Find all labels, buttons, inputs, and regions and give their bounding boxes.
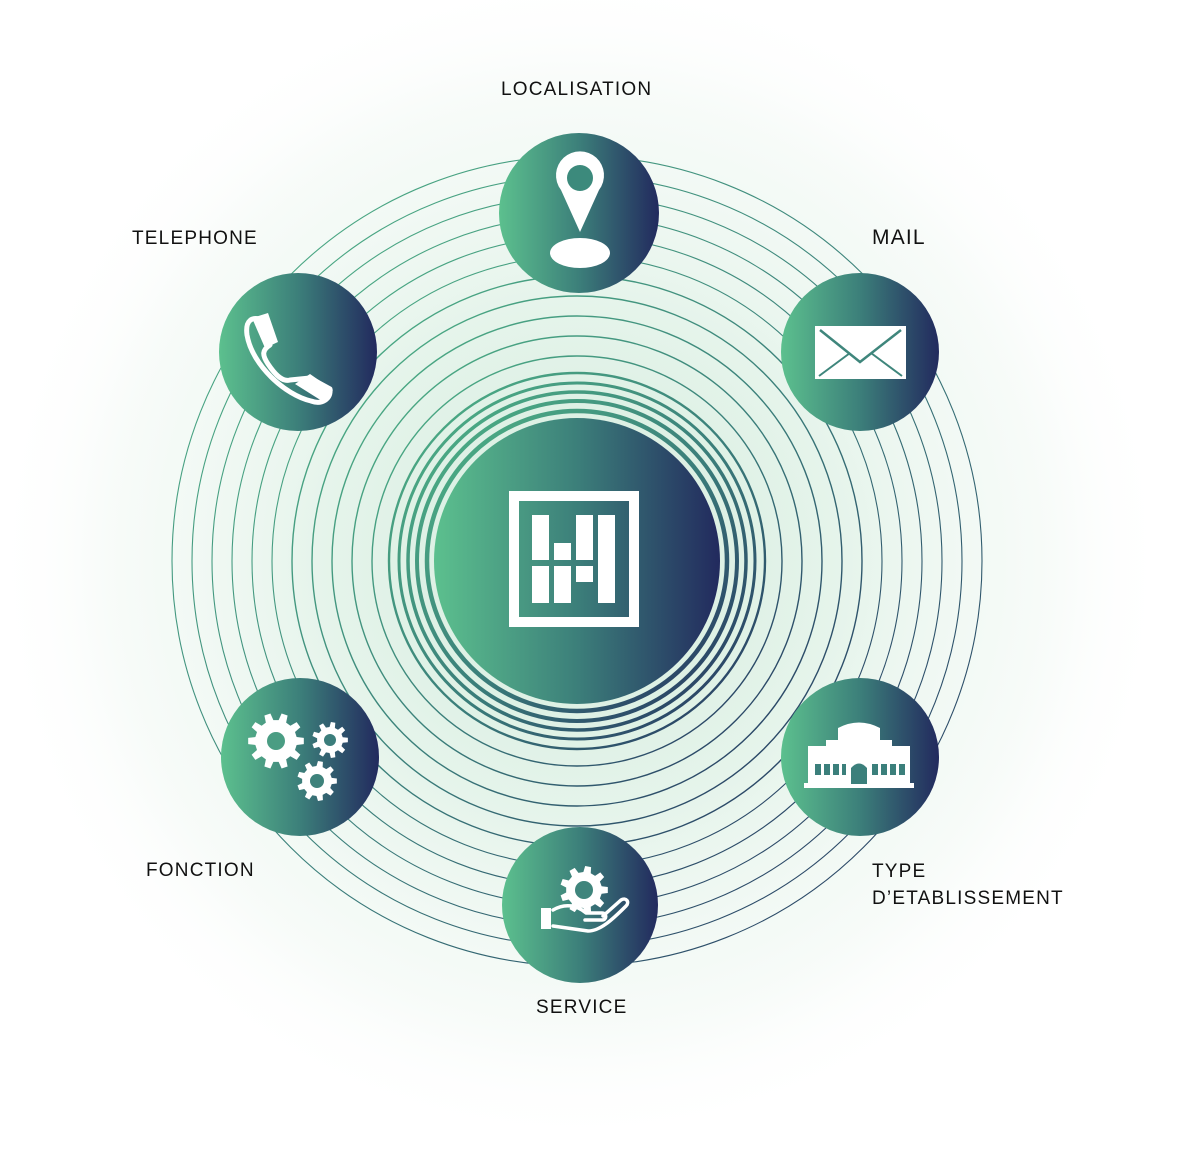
ring (406, 390, 748, 732)
ring (371, 355, 783, 767)
ring (311, 295, 843, 827)
label-telephone: TELEPHONE (132, 228, 258, 249)
envelope-icon (815, 326, 906, 379)
ring (331, 315, 823, 807)
node-service (502, 827, 658, 983)
ring (424, 408, 730, 714)
label-service: SERVICE (536, 997, 628, 1018)
phone-icon (244, 313, 333, 405)
label-mail: MAIL (872, 226, 926, 249)
label-localisation: LOCALISATION (501, 79, 653, 100)
location-pin-icon (550, 151, 610, 268)
ring (351, 335, 803, 787)
label-type-etablissement: TYPE D’ETABLISSEMENT (872, 861, 1064, 909)
node-localisation (499, 133, 659, 293)
ring (387, 371, 767, 751)
ring (415, 399, 739, 723)
label-fonction: FONCTION (146, 860, 255, 881)
ring (397, 381, 757, 741)
building-icon (804, 722, 914, 788)
node-circle (219, 273, 377, 431)
center-hub (434, 418, 720, 704)
node-telephone (219, 273, 377, 431)
node-type-etablissement (781, 678, 939, 836)
center-circle (434, 418, 720, 704)
node-mail (781, 273, 939, 431)
node-circle (221, 678, 379, 836)
hand-gear-icon (541, 866, 630, 933)
h-logo-icon (509, 491, 639, 627)
gears-icon (248, 713, 348, 801)
node-fonction (221, 678, 379, 836)
